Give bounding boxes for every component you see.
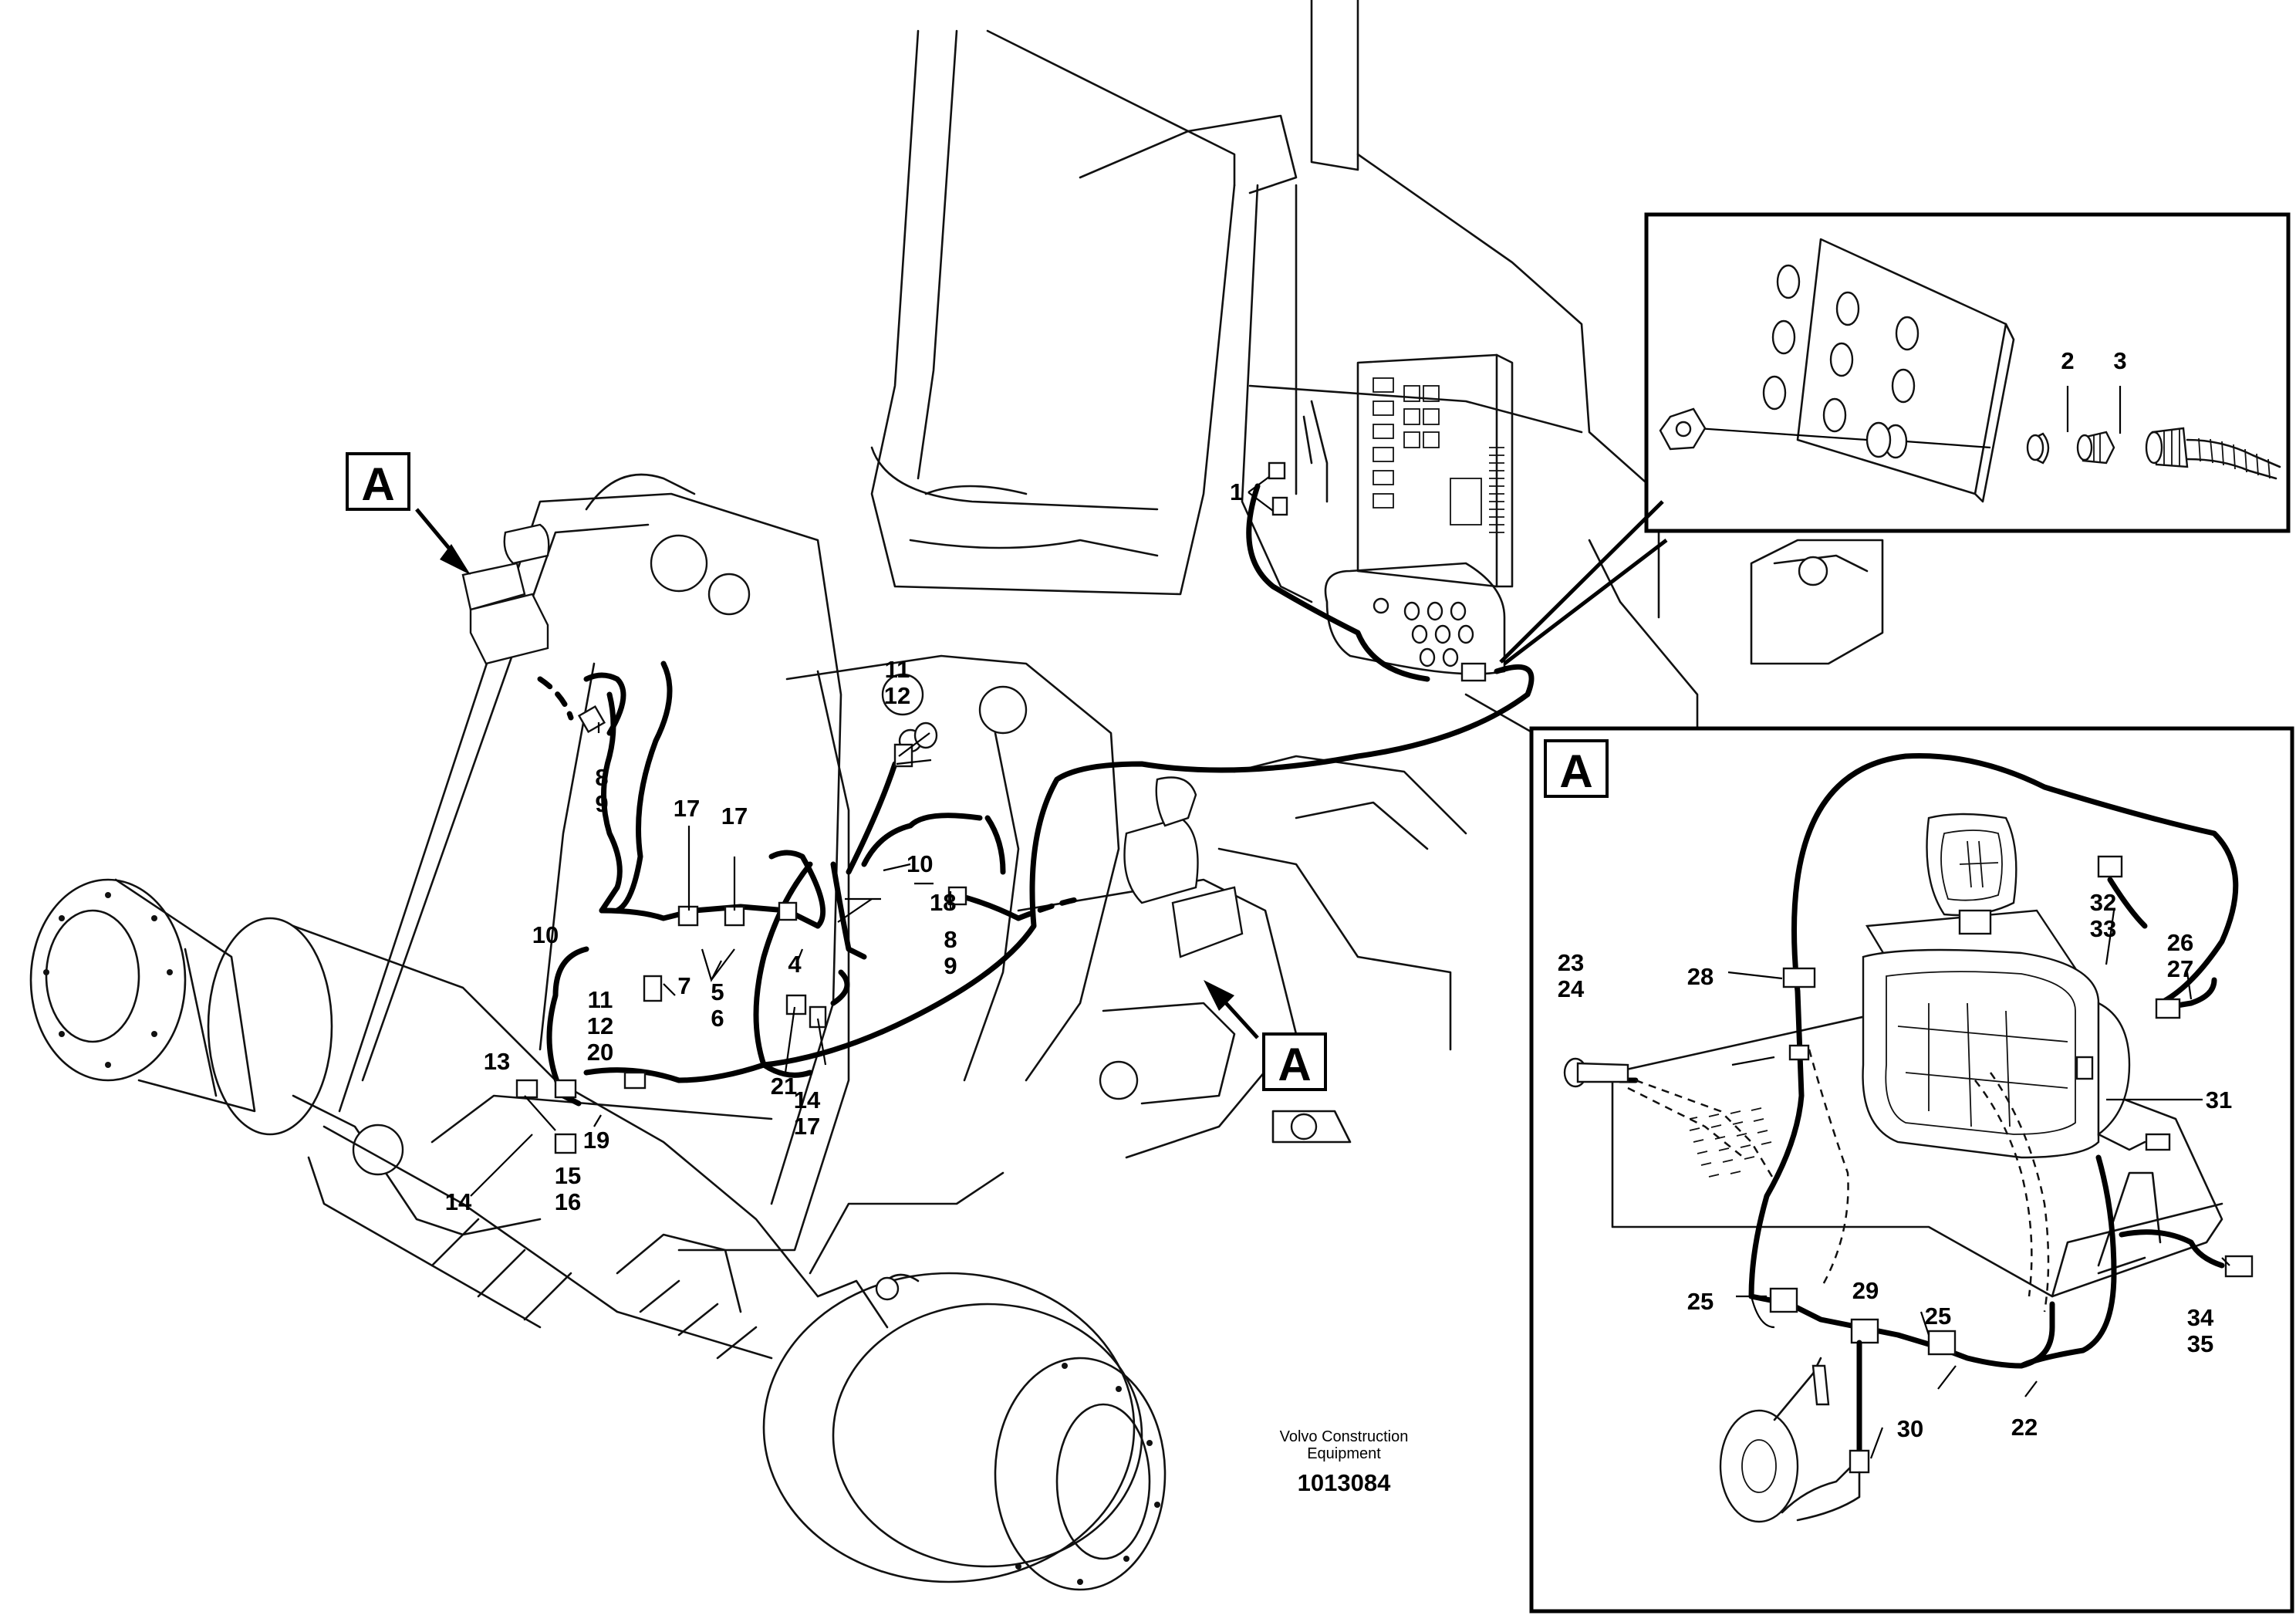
- credit-line-1: Volvo Construction: [1280, 1428, 1409, 1445]
- callout-numbers: 1 2 3 8 9 8 9 11 12 17 17 10 18 4 10 7 5…: [445, 347, 2232, 1442]
- callout-12-top: 12: [884, 682, 910, 709]
- callout-29: 29: [1852, 1277, 1879, 1304]
- detail-view-a: A: [1529, 726, 2294, 1614]
- callout-2: 2: [2061, 347, 2074, 374]
- detail-view-label: A: [1559, 745, 1592, 797]
- callout-34: 34: [2187, 1304, 2214, 1331]
- callout-7: 7: [677, 972, 690, 999]
- callout-25-left: 25: [1687, 1288, 1714, 1315]
- callout-11-mid: 11: [588, 986, 613, 1013]
- callout-19: 19: [583, 1127, 609, 1154]
- callout-14-right: 14: [794, 1086, 821, 1113]
- callout-9-left: 9: [595, 790, 608, 817]
- callout-28: 28: [1687, 963, 1714, 990]
- callout-24: 24: [1558, 975, 1585, 1002]
- wiring-harness-main: [515, 483, 1535, 1154]
- front-frame: [292, 473, 1467, 1275]
- callout-31: 31: [2206, 1086, 2232, 1113]
- callout-1: 1: [1230, 478, 1243, 505]
- callout-27: 27: [2167, 955, 2193, 982]
- callout-13: 13: [484, 1048, 510, 1075]
- bulkhead-detail-inset: [1499, 212, 2291, 665]
- callout-35: 35: [2187, 1330, 2213, 1357]
- view-marker-a-callout: A: [1204, 980, 1327, 1091]
- callout-8-right: 8: [944, 926, 957, 953]
- callout-10-left: 10: [532, 921, 559, 948]
- callout-5: 5: [711, 978, 724, 1005]
- view-marker-a-main: A: [346, 452, 471, 575]
- credit-line-2: Equipment: [1307, 1445, 1381, 1462]
- callout-10-right: 10: [907, 850, 933, 877]
- callout-11-top: 11: [885, 656, 910, 683]
- work-light-right: [1123, 776, 1244, 958]
- callout-16: 16: [555, 1188, 581, 1215]
- callout-4: 4: [788, 951, 802, 978]
- callout-14-left: 14: [445, 1188, 472, 1215]
- callout-8-left: 8: [595, 764, 608, 791]
- callout-6: 6: [711, 1005, 724, 1032]
- callout-32: 32: [2090, 889, 2116, 916]
- callout-17-right: 17: [794, 1113, 820, 1140]
- callout-9-right: 9: [944, 952, 957, 979]
- front-axle: [29, 878, 1167, 1591]
- callout-12-mid: 12: [587, 1012, 613, 1039]
- callout-15: 15: [555, 1162, 581, 1189]
- callout-18: 18: [930, 889, 956, 916]
- callout-25-right: 25: [1925, 1303, 1951, 1330]
- work-light-left: [461, 523, 550, 665]
- drawing-number: 1013084: [1298, 1469, 1391, 1496]
- callout-22: 22: [2011, 1414, 2038, 1441]
- callout-23: 23: [1558, 949, 1584, 976]
- callout-21: 21: [771, 1073, 797, 1100]
- callout-17-b: 17: [721, 803, 748, 830]
- view-marker-label: A: [1278, 1039, 1311, 1090]
- leader-lines: [470, 476, 2230, 1459]
- view-marker-label: A: [361, 458, 394, 510]
- callout-26: 26: [2167, 929, 2193, 956]
- electrical-panel: [1268, 353, 1514, 682]
- callout-3: 3: [2113, 347, 2126, 374]
- callout-17-a: 17: [674, 795, 700, 822]
- callout-20: 20: [587, 1039, 613, 1066]
- drawing-credit: Volvo Construction Equipment 1013084: [1280, 1428, 1409, 1496]
- grille: [1689, 1107, 1772, 1178]
- callout-30: 30: [1897, 1415, 1923, 1442]
- callout-33: 33: [2090, 915, 2116, 942]
